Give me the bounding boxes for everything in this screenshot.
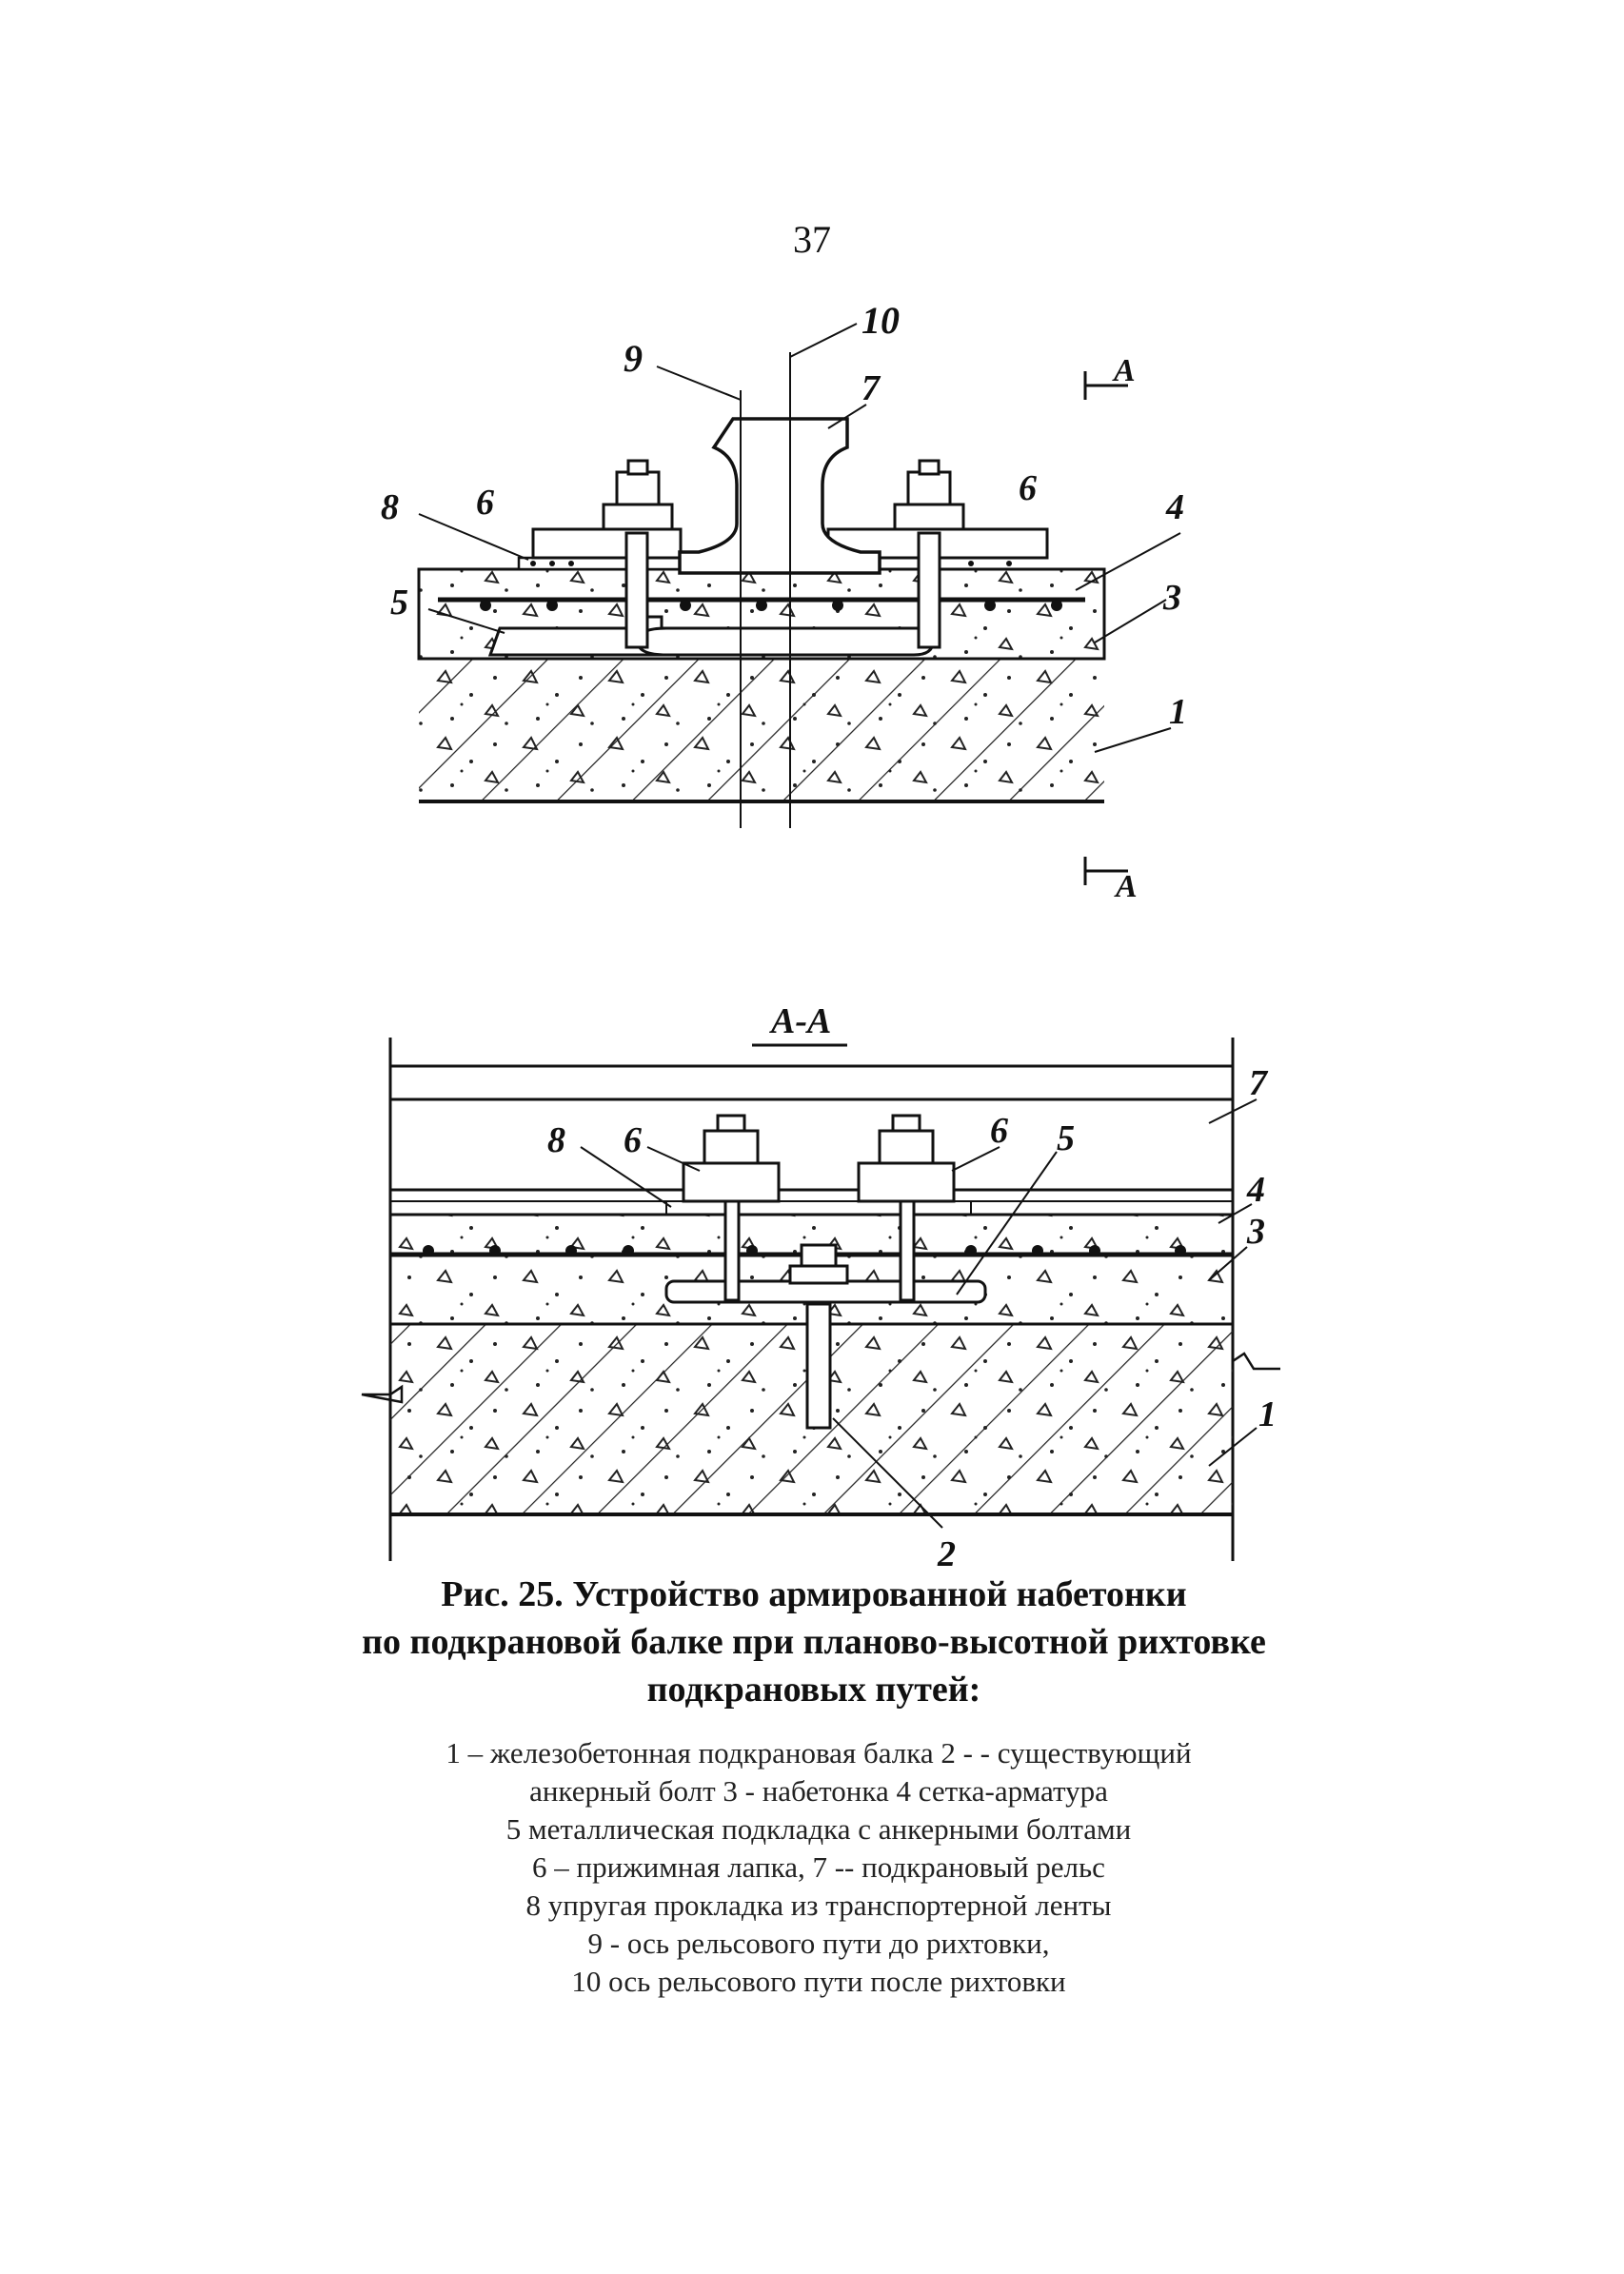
legend-line-2: анкерный болт 3 - набетонка 4 сетка-арма… [529,1774,1108,1808]
legend-line-1: 1 – железобетонная подкрановая балка 2 -… [446,1736,1192,1770]
figure-caption: Рис. 25. Устройство армированной набетон… [314,1571,1314,1713]
section-title: А-А [769,1001,831,1041]
label-6-right: 6 [1019,468,1037,508]
section-mark-top [1083,371,1128,400]
label-1: 1 [1169,692,1187,732]
aa-label-6-right: 6 [990,1111,1008,1151]
aa-label-8: 8 [547,1120,565,1160]
aa-label-4: 4 [1246,1170,1265,1210]
aa-label-7: 7 [1249,1063,1269,1103]
legend-line-6: 9 - ось рельсового пути до рихтовки, [587,1927,1050,1960]
label-9: 9 [624,337,643,380]
label-10: 10 [862,299,900,342]
caption-line-2: по подкрановой балке при планово-высотно… [362,1622,1266,1662]
section-mark-top-label: А [1112,353,1136,388]
aa-label-2: 2 [937,1534,956,1574]
label-7: 7 [862,368,881,408]
caption-line-3: подкрановых путей: [646,1670,981,1710]
aa-label-1: 1 [1258,1394,1277,1434]
section-mark-bottom-label: А [1114,869,1138,904]
crane-rail [678,417,881,575]
anchor-bolt-right [893,459,965,649]
aa-label-3: 3 [1246,1212,1265,1252]
caption-line-1: Рис. 25. Устройство армированной набетон… [441,1574,1187,1614]
legend-line-3: 5 металлическая подкладка с анкерными бо… [505,1812,1132,1846]
legend-line-4: 6 – прижимная лапка, 7 -- подкрановый ре… [532,1850,1105,1884]
clamp-plate-left [531,527,683,560]
legend-line-7: 10 ось рельсового пути после рихтовки [571,1965,1066,1998]
top-figure: А А 8 6 6 4 3 1 5 9 10 7 [381,299,1187,904]
legend-line-5: 8 упругая прокладка из транспортерной ле… [525,1888,1112,1922]
label-3: 3 [1162,578,1181,618]
label-8: 8 [381,487,399,527]
bottom-figure: А-А [361,1001,1280,1574]
aa-label-5: 5 [1057,1118,1075,1158]
aa-label-6-left: 6 [624,1120,642,1160]
figure-legend: 1 – железобетонная подкрановая балка 2 -… [362,1734,1276,2001]
page-number: 37 [793,218,831,261]
label-6-left: 6 [476,483,494,523]
label-4: 4 [1165,487,1184,527]
label-5: 5 [390,583,408,623]
anchor-bolt-left [602,459,674,649]
